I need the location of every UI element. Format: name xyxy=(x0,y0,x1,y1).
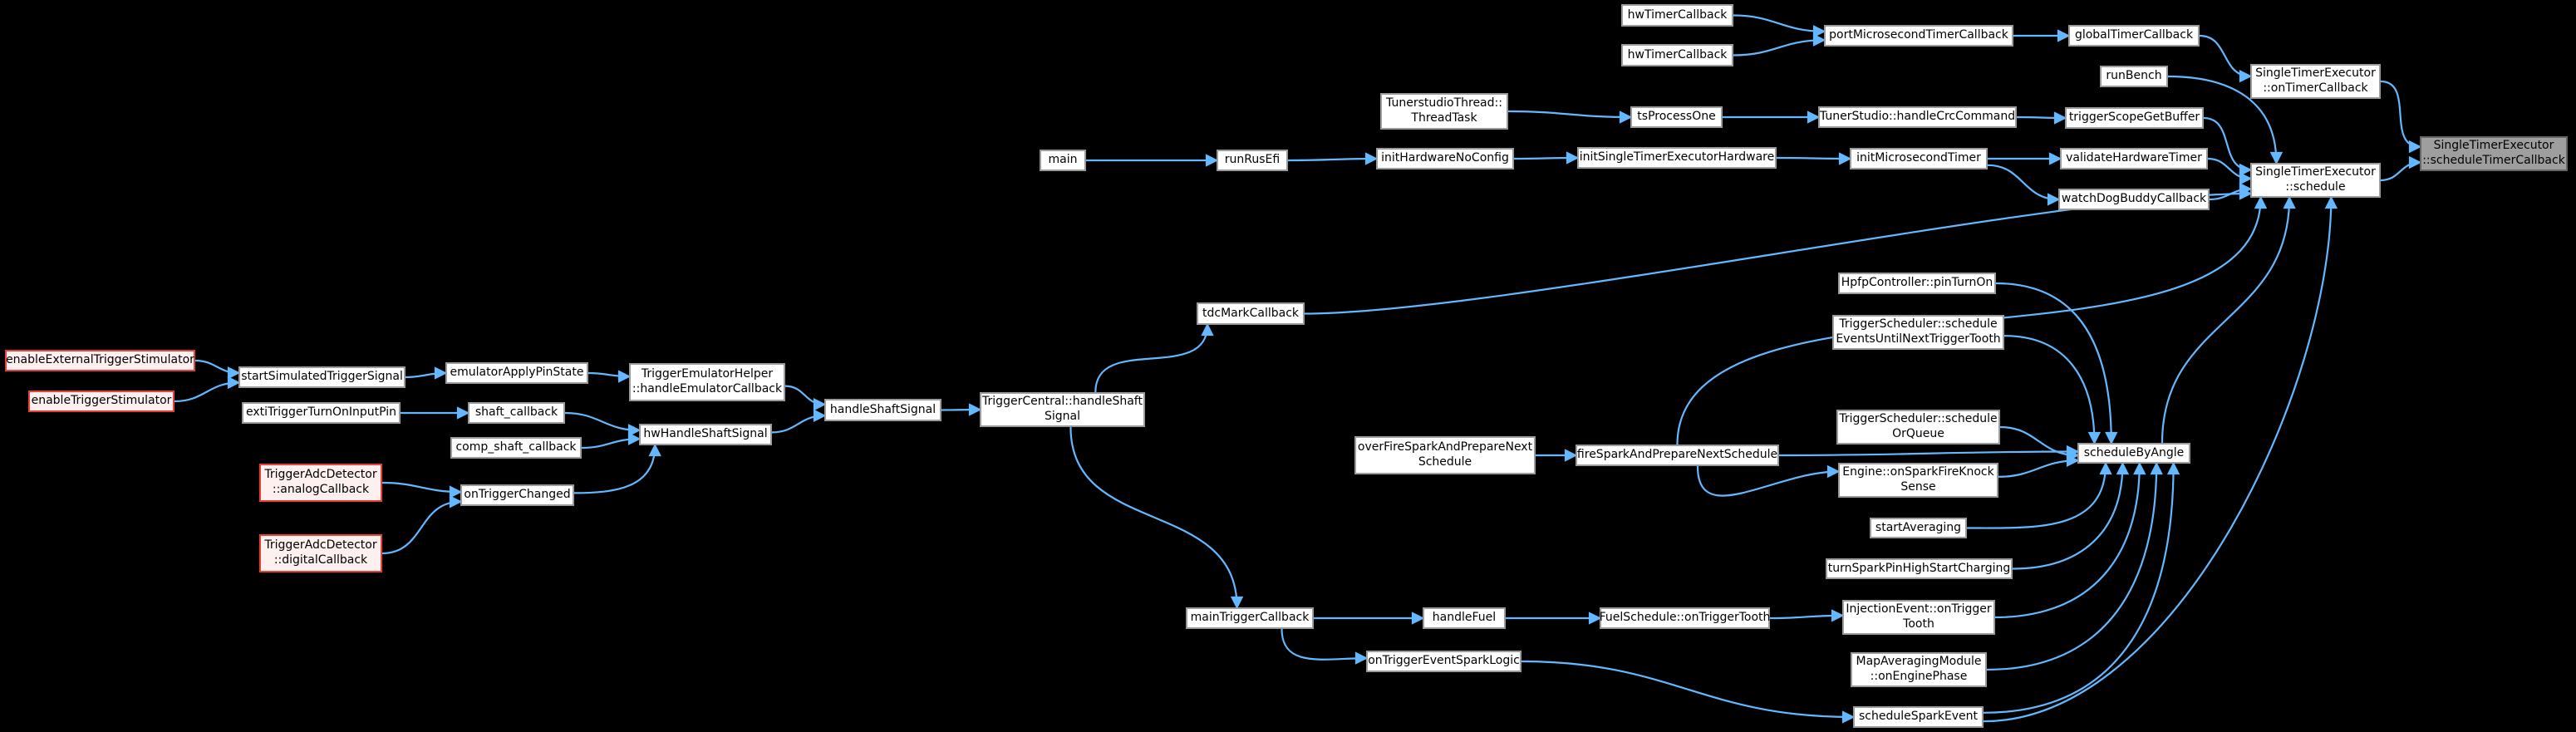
graph-node-analogCallback[interactable]: TriggerAdcDetector ::analogCallback xyxy=(259,464,382,502)
graph-node-mapOnEnginePhase[interactable]: MapAveragingModule ::onEnginePhase xyxy=(1851,652,1987,687)
graph-node-hwTimerCallback2[interactable]: hwTimerCallback xyxy=(1621,44,1733,66)
call-edge-comp_shaft_callback-to-hwHandleShaftSignal xyxy=(581,432,642,450)
call-edge-initMicrosecondTimer-to-watchDogBuddyCallback xyxy=(1987,164,2061,206)
graph-node-runRusEfi[interactable]: runRusEfi xyxy=(1217,150,1288,171)
graph-node-startSimulatedTriggerSignal[interactable]: startSimulatedTriggerSignal xyxy=(238,366,406,388)
graph-node-shaft_callback[interactable]: shaft_callback xyxy=(468,402,565,424)
graph-node-comp_shaft_callback[interactable]: comp_shaft_callback xyxy=(450,437,582,459)
call-edge-pinTurnOn-to-scheduleByAngle xyxy=(1995,282,2118,445)
call-edge-triggerCentralHandleShaftSignal-to-tdcMarkCallback xyxy=(1094,322,1214,393)
graph-node-schedule[interactable]: SingleTimerExecutor ::schedule xyxy=(2250,163,2381,198)
graph-node-onTimerCallback[interactable]: SingleTimerExecutor ::onTimerCallback xyxy=(2250,64,2381,99)
graph-node-turnSparkPinHighStartCharging[interactable]: turnSparkPinHighStartCharging xyxy=(1826,558,2013,579)
call-edge-emulatorApplyPinState-to-handleEmulatorCallback xyxy=(587,370,632,383)
graph-node-initHardwareNoConfig[interactable]: initHardwareNoConfig xyxy=(1376,148,1514,169)
graph-node-fuelOnTriggerTooth[interactable]: FuelSchedule::onTriggerTooth xyxy=(1600,607,1770,629)
graph-node-scheduleTimerCallback[interactable]: SingleTimerExecutor ::scheduleTimerCallb… xyxy=(2420,136,2568,171)
graph-node-portMicrosecondTimerCallback[interactable]: portMicrosecondTimerCallback xyxy=(1824,25,2013,47)
graph-node-scheduleSparkEvent[interactable]: scheduleSparkEvent xyxy=(1853,706,1984,728)
graph-node-overFireSparkAndPrepareNextSchedule[interactable]: overFireSparkAndPrepareNext Schedule xyxy=(1354,436,1536,474)
graph-node-digitalCallback[interactable]: TriggerAdcDetector ::digitalCallback xyxy=(259,534,382,572)
graph-node-globalTimerCallback[interactable]: globalTimerCallback xyxy=(2068,25,2200,47)
call-edge-enableTriggerStimulator-to-startSimulatedTriggerSignal xyxy=(174,376,241,403)
graph-node-pinTurnOn[interactable]: HpfpController::pinTurnOn xyxy=(1838,273,1996,294)
graph-node-hwHandleShaftSignal[interactable]: hwHandleShaftSignal xyxy=(639,424,772,445)
call-edge-hwTimerCallback2-to-portMicrosecondTimerCallback xyxy=(1733,33,1826,56)
call-edge-handleEmulatorCallback-to-handleShaftSignal xyxy=(784,385,827,411)
call-edge-mapOnEnginePhase-to-scheduleByAngle xyxy=(1986,461,2163,671)
graph-node-validateHardwareTimer[interactable]: validateHardwareTimer xyxy=(2060,148,2208,169)
call-edge-runRusEfi-to-initHardwareNoConfig xyxy=(1287,152,1379,165)
call-edge-turnSparkPinHighStartCharging-to-scheduleByAngle xyxy=(2012,461,2130,570)
call-edge-globalTimerCallback-to-onTimerCallback xyxy=(2199,34,2253,83)
call-edge-enableExternalTriggerStimulator-to-startSimulatedTriggerSignal xyxy=(194,359,241,380)
graph-node-watchDogBuddyCallback[interactable]: watchDogBuddyCallback xyxy=(2058,189,2210,210)
call-edge-scheduleSparkEvent-to-scheduleByAngle xyxy=(1983,461,2180,714)
graph-node-mainTriggerCallback[interactable]: mainTriggerCallback xyxy=(1186,607,1314,629)
graph-node-scheduleByAngle[interactable]: scheduleByAngle xyxy=(2077,443,2190,464)
graph-node-tdcMarkCallback[interactable]: tdcMarkCallback xyxy=(1197,302,1305,325)
graph-node-runBench[interactable]: runBench xyxy=(2100,66,2168,87)
call-edge-shaft_callback-to-hwHandleShaftSignal xyxy=(564,411,642,437)
call-edge-validateHardwareTimer-to-schedule xyxy=(2207,157,2253,185)
graph-node-enableTriggerStimulator[interactable]: enableTriggerStimulator xyxy=(28,391,175,412)
call-edge-scheduleSparkEvent-to-schedule xyxy=(1983,195,2338,723)
call-edge-fireSparkAndPrepareNextSchedule-to-onSparkFireKnockSense xyxy=(1696,464,1841,497)
graph-node-handleShaftSignal[interactable]: handleShaftSignal xyxy=(824,399,941,421)
graph-node-handleFuel[interactable]: handleFuel xyxy=(1423,607,1506,629)
call-edge-onTimerCallback-to-scheduleTimerCallback xyxy=(2380,80,2422,154)
call-edge-scheduleByAngle-to-schedule xyxy=(2161,195,2296,444)
graph-node-initSingleTimerExecutorHardware[interactable]: initSingleTimerExecutorHardware xyxy=(1577,147,1777,169)
graph-node-injectionOnTriggerTooth[interactable]: InjectionEvent::onTrigger Tooth xyxy=(1842,600,1995,635)
graph-node-scheduleOrQueue[interactable]: TriggerScheduler::schedule OrQueue xyxy=(1836,410,2000,445)
call-edge-onSparkFireKnockSense-to-scheduleByAngle xyxy=(1998,454,2080,478)
call-edge-scheduleEventsUntilNextTriggerTooth-to-scheduleByAngle xyxy=(2003,335,2102,445)
call-edge-startSimulatedTriggerSignal-to-emulatorApplyPinState xyxy=(405,366,448,380)
call-edge-analogCallback-to-onTriggerChanged xyxy=(381,481,463,499)
graph-node-enableExternalTriggerStimulator[interactable]: enableExternalTriggerStimulator xyxy=(5,350,195,371)
call-edge-triggerCentralHandleShaftSignal-to-mainTriggerCallback xyxy=(1069,426,1244,610)
call-edge-initSingleTimerExecutorHardware-to-initMicrosecondTimer xyxy=(1776,152,1852,165)
graph-node-fireSparkAndPrepareNextSchedule[interactable]: fireSparkAndPrepareNextSchedule xyxy=(1576,445,1779,466)
call-edge-hwTimerCallback1-to-portMicrosecondTimerCallback xyxy=(1733,14,1826,38)
graph-node-triggerScopeGetBuffer[interactable]: triggerScopeGetBuffer xyxy=(2065,107,2204,129)
graph-node-main[interactable]: main xyxy=(1040,150,1086,171)
call-edge-digitalCallback-to-onTriggerChanged xyxy=(381,495,463,555)
call-edge-runBench-to-schedule xyxy=(2167,75,2283,165)
graph-node-extiTriggerTurnOnInputPin[interactable]: extiTriggerTurnOnInputPin xyxy=(242,402,401,424)
call-edge-schedule-to-scheduleTimerCallback xyxy=(2380,155,2422,182)
call-edge-fireSparkAndPrepareNextSchedule-to-scheduleByAngle xyxy=(1778,445,2080,459)
call-edge-scheduleOrQueue-to-scheduleByAngle xyxy=(1999,425,2080,462)
call-edge-onTriggerChanged-to-hwHandleShaftSignal xyxy=(573,443,661,494)
call-edge-handleCrcCommand-to-triggerScopeGetBuffer xyxy=(2016,111,2067,125)
graph-node-handleEmulatorCallback[interactable]: TriggerEmulatorHelper ::handleEmulatorCa… xyxy=(629,363,785,401)
call-edge-mainTriggerCallback-to-onTriggerEventSparkLogic xyxy=(1281,628,1369,665)
graph-node-hwTimerCallback1[interactable]: hwTimerCallback xyxy=(1621,4,1733,27)
graph-node-emulatorApplyPinState[interactable]: emulatorApplyPinState xyxy=(445,362,588,384)
graph-node-triggerCentralHandleShaftSignal[interactable]: TriggerCentral::handleShaft Signal xyxy=(980,392,1145,427)
call-edge-injectionOnTriggerTooth-to-scheduleByAngle xyxy=(1994,461,2146,619)
graph-node-onSparkFireKnockSense[interactable]: Engine::onSparkFireKnock Sense xyxy=(1838,463,1998,498)
call-edge-initHardwareNoConfig-to-initSingleTimerExecutorHardware xyxy=(1513,151,1580,165)
call-edge-threadTask-to-tsProcessOne xyxy=(1507,110,1633,124)
graph-node-handleCrcCommand[interactable]: TunerStudio::handleCrcCommand xyxy=(1818,106,2017,128)
graph-node-startAveraging[interactable]: startAveraging xyxy=(1870,518,1967,538)
call-edge-onTriggerEventSparkLogic-to-scheduleSparkEvent xyxy=(1521,660,1856,724)
call-edge-hwHandleShaftSignal-to-handleShaftSignal xyxy=(771,409,827,434)
call-edge-triggerScopeGetBuffer-to-schedule xyxy=(2203,116,2253,177)
graph-node-scheduleEventsUntilNextTriggerTooth[interactable]: TriggerScheduler::schedule EventsUntilNe… xyxy=(1832,315,2004,350)
graph-node-onTriggerChanged[interactable]: onTriggerChanged xyxy=(460,484,574,506)
call-edge-fuelOnTriggerTooth-to-injectionOnTriggerTooth xyxy=(1769,609,1845,622)
graph-node-onTriggerEventSparkLogic[interactable]: onTriggerEventSparkLogic xyxy=(1366,651,1522,672)
graph-node-initMicrosecondTimer[interactable]: initMicrosecondTimer xyxy=(1850,148,1988,169)
graph-node-threadTask[interactable]: TunerstudioThread:: ThreadTask xyxy=(1380,93,1508,130)
call-edge-startAveraging-to-scheduleByAngle xyxy=(1966,461,2112,529)
graph-node-tsProcessOne[interactable]: tsProcessOne xyxy=(1630,106,1723,128)
